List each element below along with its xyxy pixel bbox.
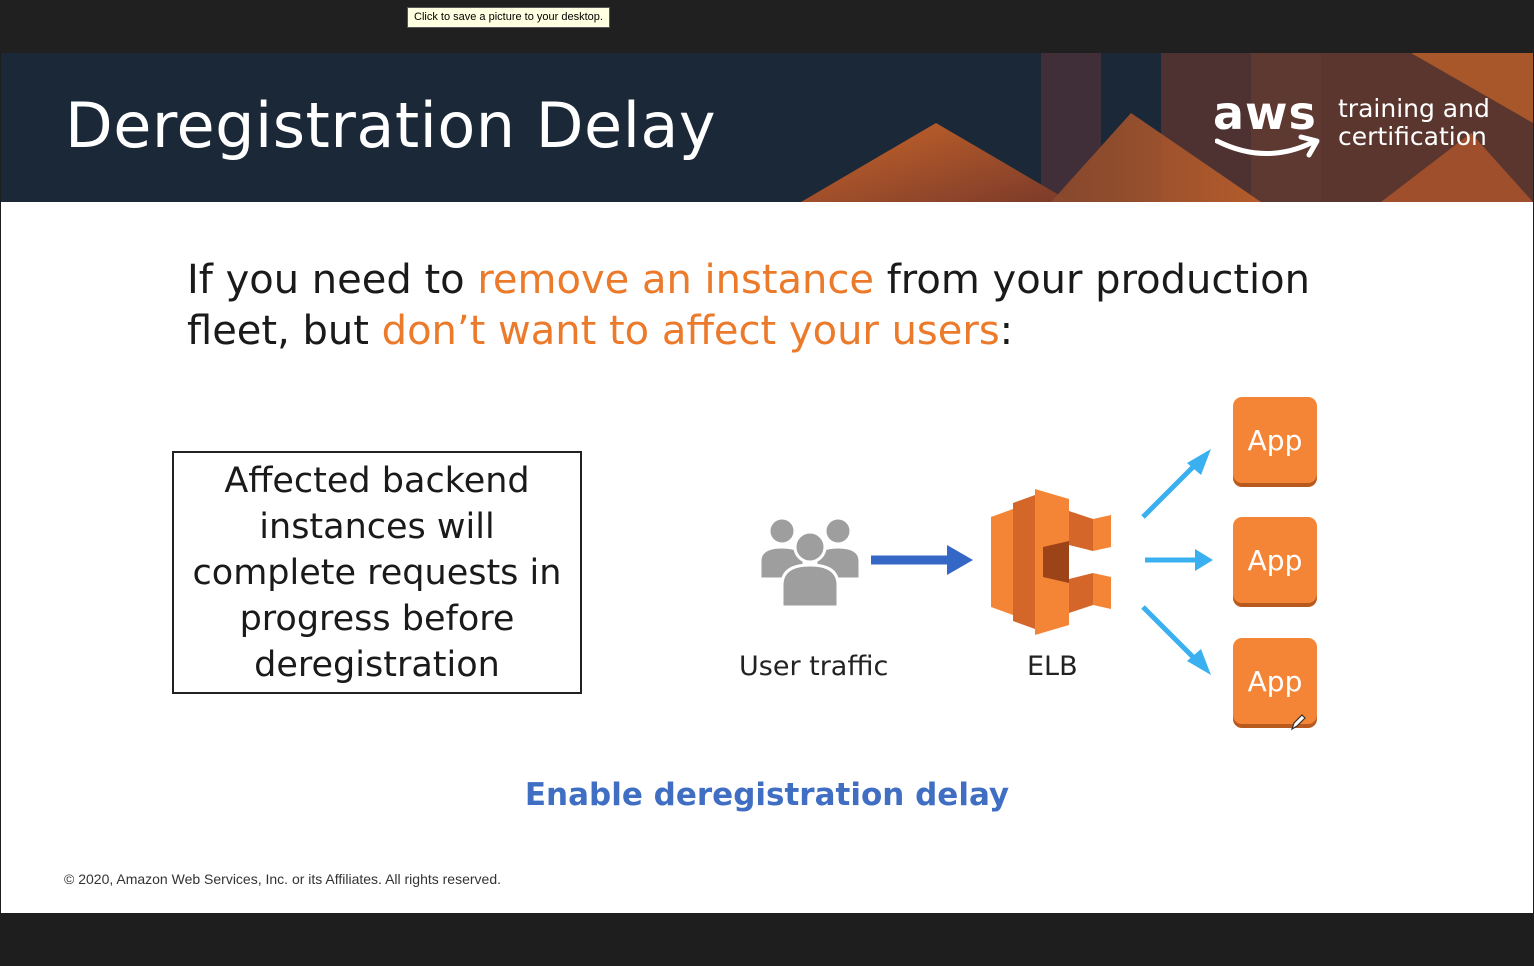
user-to-elb-arrowhead — [947, 545, 973, 575]
copyright-notice: © 2020, Amazon Web Services, Inc. or its… — [64, 871, 501, 887]
lead-part-1: If you need to — [187, 257, 478, 303]
aws-logo: aws — [1213, 87, 1323, 167]
pen-cursor-icon — [1290, 714, 1306, 731]
elb-icon — [991, 489, 1111, 635]
header-decoration — [801, 53, 1533, 202]
viewer-bottom-bar — [0, 913, 1534, 966]
slide: Deregistration Delay aws training and ce… — [1, 53, 1533, 913]
info-box: Affected backend instances will complete… — [172, 451, 582, 694]
lead-text: If you need to remove an instance from y… — [187, 255, 1337, 357]
app-instance-1: App — [1233, 397, 1317, 483]
app-instance-2: App — [1233, 517, 1317, 603]
save-picture-tooltip: Click to save a picture to your desktop. — [407, 7, 610, 28]
viewer-top-bar — [0, 0, 1534, 53]
aws-wordmark: aws — [1213, 86, 1317, 140]
elb-to-app-2-arrowhead — [1195, 549, 1213, 571]
slide-header: Deregistration Delay aws training and ce… — [1, 53, 1533, 202]
app-instance-3: App — [1233, 638, 1317, 724]
elb-to-app-1-arrow — [1141, 459, 1201, 519]
tagline-line-2: certification — [1338, 122, 1487, 151]
lead-part-2: from your production fleet, but — [187, 257, 1310, 354]
traffic-arrows — [871, 449, 1213, 675]
elb-to-app-1-arrowhead — [1187, 449, 1211, 475]
users-icon — [758, 516, 862, 609]
elb-label: ELB — [1027, 651, 1078, 682]
user-traffic-label: User traffic — [739, 651, 889, 682]
lead-highlight-1: remove an instance — [477, 257, 874, 303]
lead-highlight-2: don’t want to affect your users — [381, 308, 1000, 354]
elb-to-app-3-arrow — [1141, 605, 1201, 665]
slide-title: Deregistration Delay — [65, 89, 717, 162]
aws-smile-icon — [1215, 134, 1320, 158]
info-box-text: Affected backend instances will complete… — [192, 460, 562, 685]
lead-part-3: : — [999, 308, 1014, 354]
elb-to-app-3-arrowhead — [1187, 649, 1211, 675]
aws-tagline: training and certification — [1338, 95, 1490, 151]
enable-deregistration-delay-text: Enable deregistration delay — [524, 777, 1010, 813]
tagline-line-1: training and — [1338, 94, 1490, 123]
